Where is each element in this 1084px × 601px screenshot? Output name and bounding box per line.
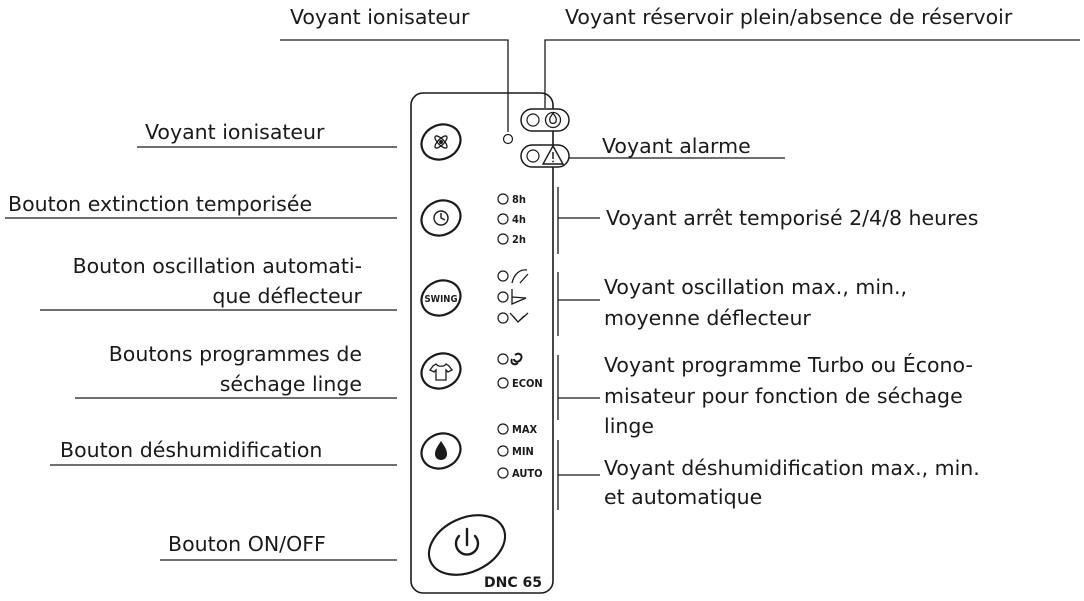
timer-led-2h (497, 233, 509, 245)
model-label: DNC 65 (484, 575, 542, 591)
dehum-led-label: AUTO (512, 467, 543, 480)
clock-icon (433, 210, 449, 226)
labels: Voyant ionisateur Voyant réservoir plein… (8, 5, 1013, 556)
label-swing-button-line1: Bouton oscillation automati- (73, 254, 362, 278)
ioniser-led (502, 133, 514, 145)
tank-indicator (520, 108, 570, 132)
timer-led-label: 2h (512, 233, 526, 246)
label-swing-indicator-line2: moyenne déflecteur (604, 306, 811, 330)
dehum-led-max (497, 423, 509, 435)
label-dehum-indicator-line1: Voyant déshumidification max., min. (604, 456, 980, 480)
timer-led-label: 4h (512, 213, 526, 226)
label-laundry-indicator-line1: Voyant programme Turbo ou Écono- (604, 352, 973, 377)
ioniser-icon (434, 135, 448, 149)
label-onoff-button: Bouton ON/OFF (168, 532, 326, 556)
dehum-led-label: MAX (512, 423, 538, 436)
power-icon (454, 527, 480, 556)
label-laundry-indicator-line2: misateur pour fonction de séchage (604, 384, 963, 408)
swing-button-label: SWING (425, 294, 458, 305)
swing-led-min (497, 291, 509, 303)
laundry-led-turbo (497, 353, 509, 365)
label-dehum-button: Bouton déshumidification (60, 438, 322, 462)
swing-max-icon (511, 269, 529, 284)
ioniser-button[interactable] (416, 118, 467, 166)
laundry-led-label: ECON (512, 377, 543, 390)
swing-leds (497, 269, 529, 324)
label-swing-indicator-line1: Voyant oscillation max., min., (604, 275, 907, 299)
label-laundry-button-line1: Boutons programmes de (109, 342, 362, 366)
label-dehum-indicator-line2: et automatique (604, 485, 762, 509)
dehum-led-min (497, 445, 509, 457)
timer-leds: 8h 4h 2h (497, 193, 526, 246)
label-alarm: Voyant alarme (602, 134, 751, 158)
swing-min-icon (511, 289, 527, 305)
warning-triangle-icon (541, 144, 565, 165)
laundry-led-econ (497, 377, 509, 389)
label-laundry-indicator-line3: linge (604, 414, 654, 438)
label-laundry-button-line2: séchage linge (220, 372, 362, 396)
label-ioniser-left: Voyant ionisateur (145, 120, 325, 144)
timer-led-label: 8h (512, 193, 526, 206)
label-timer-indicator: Voyant arrêt temporisé 2/4/8 heures (606, 206, 978, 230)
dehum-led-label: MIN (512, 445, 534, 458)
label-tank-full: Voyant réservoir plein/absence de réserv… (565, 5, 1013, 29)
tshirt-icon (429, 363, 453, 381)
leader-tank (544, 39, 1080, 108)
leader-lines (5, 39, 1080, 561)
timer-led-4h (497, 213, 509, 225)
label-swing-button-line2: que déflecteur (212, 284, 362, 308)
swing-led-max (497, 270, 509, 282)
water-drop-icon (435, 441, 447, 460)
label-timer-button: Bouton extinction temporisée (8, 192, 312, 216)
turbo-icon (510, 352, 523, 366)
alarm-indicator (520, 144, 570, 168)
power-button[interactable] (419, 504, 514, 587)
dehum-led-auto (497, 467, 509, 479)
dehum-leds: MAX MIN AUTO (497, 423, 543, 480)
laundry-button[interactable] (416, 347, 467, 395)
swing-medium-icon (509, 312, 529, 323)
swing-led-medium (497, 312, 509, 324)
label-ioniser-top: Voyant ionisateur (290, 5, 470, 29)
laundry-leds: ECON (497, 352, 543, 390)
water-tank-icon (544, 111, 562, 129)
dehum-button[interactable] (416, 427, 467, 475)
leader-ioniser-top (280, 39, 509, 132)
timer-button[interactable] (416, 194, 467, 242)
swing-button[interactable]: SWING (416, 274, 467, 322)
timer-led-8h (497, 193, 509, 205)
